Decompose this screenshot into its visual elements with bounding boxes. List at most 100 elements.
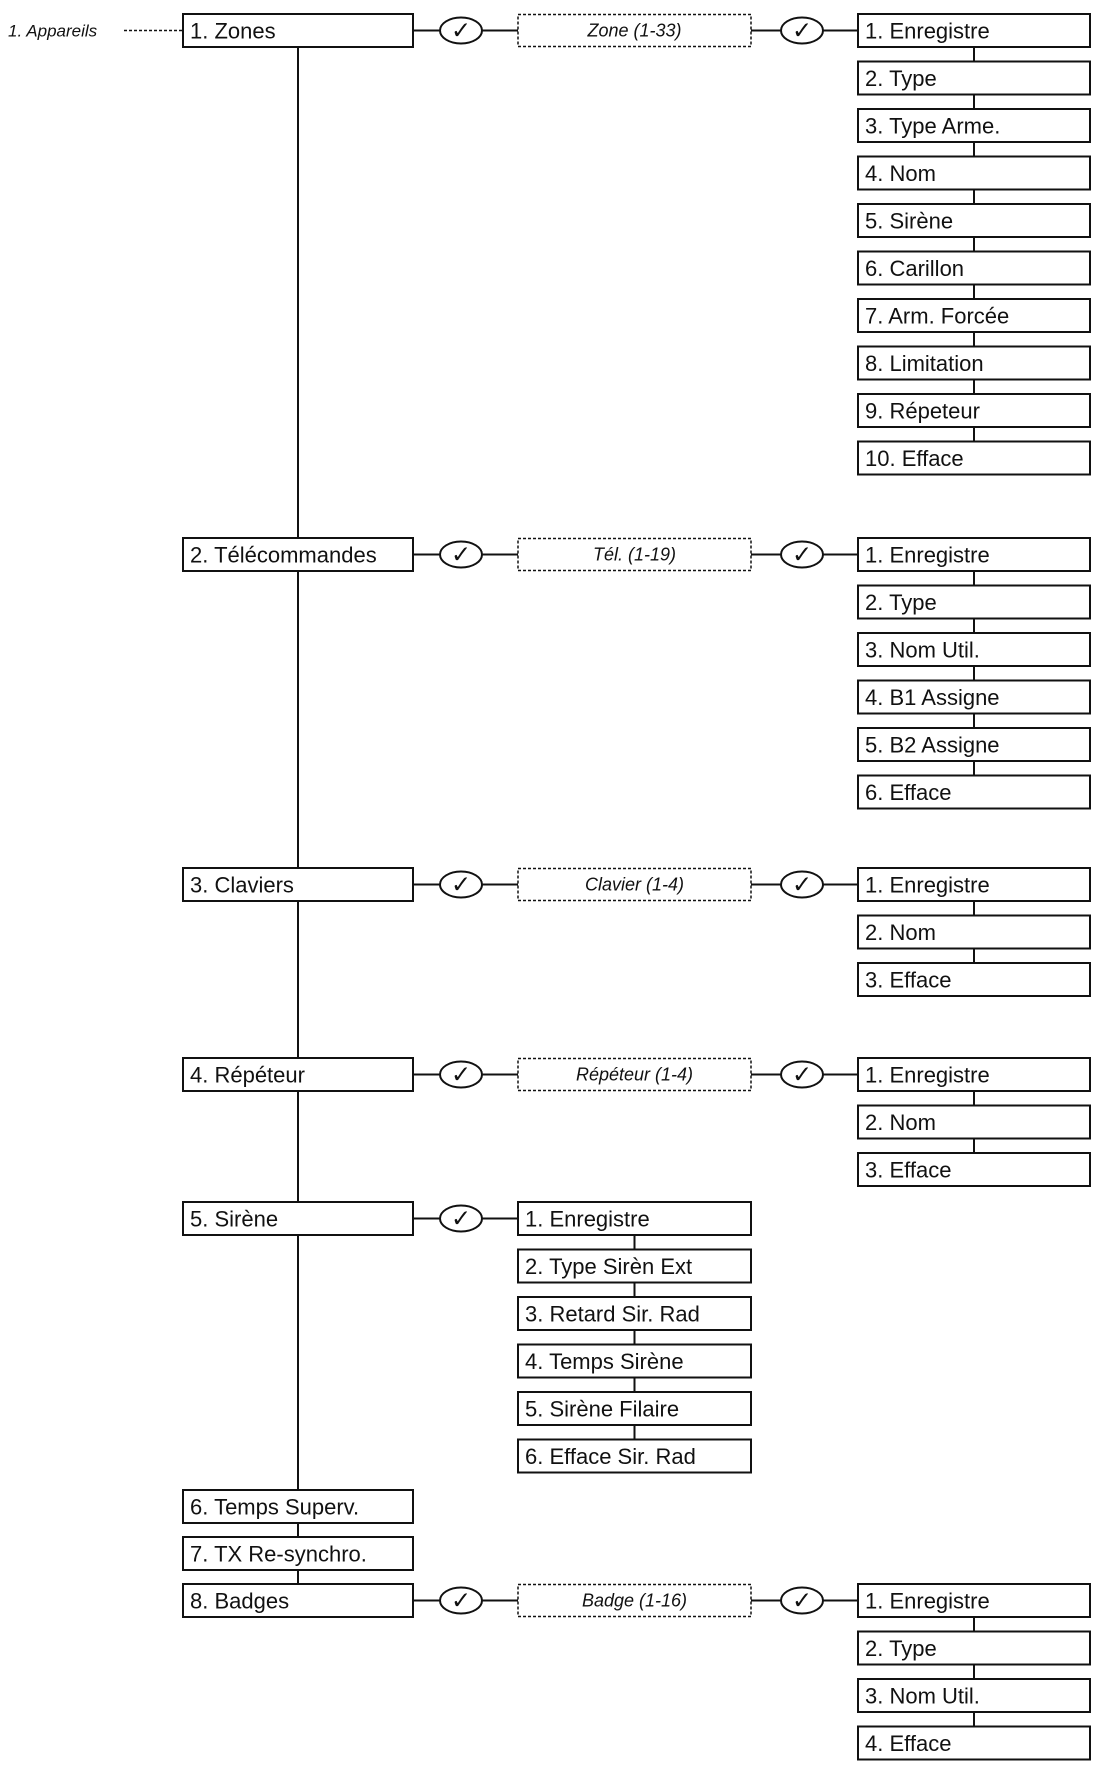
branch-2-subitem-4-box [857,679,1091,715]
branch-3-selector-label: Clavier (1-4) [585,875,684,895]
check-icon [780,870,824,899]
branch-2-subitem-5[interactable]: 5. B2 Assigne [857,727,1091,762]
branch-1-subitem-4[interactable]: 4. Nom [857,155,1091,191]
check-icon [780,1586,824,1615]
check-icon [439,1060,483,1089]
branch-1-subitem-7[interactable]: 7. Arm. Forcée [857,298,1091,333]
level1-item-6[interactable]: 6. Temps Superv. [182,1489,414,1524]
level1-item-3[interactable]: 3. Claviers [182,867,414,902]
branch-1-subitem-5-label: 5. Sirène [865,209,953,234]
branch-1-subitem-9[interactable]: 9. Répeteur [857,393,1091,428]
branch-1-subitem-8-label: 8. Limitation [865,351,984,376]
branch-2-subitem-3-box [857,632,1091,667]
branch-1-subitem-8[interactable]: 8. Limitation [857,345,1091,381]
branch-1-subitem-10[interactable]: 10. Efface [857,440,1091,476]
branch-2-subitem-6[interactable]: 6. Efface [857,774,1091,810]
branch-4-subitem-1-box [857,1057,1091,1092]
branch-5-subitem-3-box [517,1296,752,1331]
check-mark: ✓ [451,542,471,569]
branch-1-subitem-3[interactable]: 3. Type Arme. [857,108,1091,143]
branch-1-selector[interactable]: Zone (1-33) [517,13,752,48]
branch-4-selector[interactable]: Répéteur (1-4) [517,1057,752,1092]
branch-8-subitem-4[interactable]: 4. Efface [857,1725,1091,1761]
level1-item-3-label: 3. Claviers [190,873,294,898]
check-mark: ✓ [451,1206,471,1233]
check-icon [439,540,483,569]
branch-2-selector[interactable]: Tél. (1-19) [517,537,752,572]
branch-2-subitem-4[interactable]: 4. B1 Assigne [857,679,1091,715]
branch-2-subitem-2-box [857,584,1091,620]
level1-item-5[interactable]: 5. Sirène [182,1201,414,1236]
branch-1-subitem-5[interactable]: 5. Sirène [857,203,1091,238]
branch-1-subitem-6[interactable]: 6. Carillon [857,250,1091,286]
branch-5-subitem-6[interactable]: 6. Efface Sir. Rad [517,1438,752,1474]
level1-item-7[interactable]: 7. TX Re-synchro. [182,1536,414,1571]
branch-3-subitem-3[interactable]: 3. Efface [857,962,1091,997]
branch-8-subitem-1-box [857,1583,1091,1618]
branch-1-subitem-2[interactable]: 2. Type [857,60,1091,96]
branch-1-subitem-1-label: 1. Enregistre [865,19,990,44]
level1-item-7-label: 7. TX Re-synchro. [190,1542,367,1567]
branch-5-subitem-1-label: 1. Enregistre [525,1207,650,1232]
branch-2-subitem-6-label: 6. Efface [865,780,951,805]
branch-5-subitem-5-box [517,1391,752,1426]
branch-8-subitem-2[interactable]: 2. Type [857,1630,1091,1666]
branch-3-subitem-2[interactable]: 2. Nom [857,914,1091,950]
branch-5-subitem-2[interactable]: 2. Type Sirèn Ext [517,1248,752,1284]
branch-3-check-2: ✓ [780,870,824,899]
level1-item-5-label: 5. Sirène [190,1207,278,1232]
branch-3-subitem-1[interactable]: 1. Enregistre [857,867,1091,902]
branch-5-subitem-5[interactable]: 5. Sirène Filaire [517,1391,752,1426]
branch-4-check-2: ✓ [780,1060,824,1089]
level1-item-6-label: 6. Temps Superv. [190,1495,359,1520]
check-mark: ✓ [792,542,812,569]
branch-5-subitem-1[interactable]: 1. Enregistre [517,1201,752,1236]
branch-5-subitem-4[interactable]: 4. Temps Sirène [517,1343,752,1379]
branch-1-check-1: ✓ [439,16,483,45]
branch-2-check-1: ✓ [439,540,483,569]
branch-3-subitem-2-label: 2. Nom [865,920,936,945]
branch-2-selector-label: Tél. (1-19) [593,545,676,565]
branch-4-subitem-3[interactable]: 3. Efface [857,1152,1091,1187]
level1-item-8-label: 8. Badges [190,1589,289,1614]
level1-item-2[interactable]: 2. Télécommandes [182,537,414,572]
branch-1-check-2: ✓ [780,16,824,45]
branch-1-subitem-2-label: 2. Type [865,66,937,91]
level1-item-6-box [182,1489,414,1524]
branch-4-subitem-1[interactable]: 1. Enregistre [857,1057,1091,1092]
branch-8-subitem-4-label: 4. Efface [865,1731,951,1756]
branch-8-subitem-2-box [857,1630,1091,1666]
branch-8-subitem-1[interactable]: 1. Enregistre [857,1583,1091,1618]
branch-4-subitem-3-label: 3. Efface [865,1158,951,1183]
level1-item-2-label: 2. Télécommandes [190,543,377,568]
branch-2-subitem-6-box [857,774,1091,810]
branch-2-subitem-3-label: 3. Nom Util. [865,638,980,663]
branch-1-subitem-1[interactable]: 1. Enregistre [857,13,1091,48]
branch-8-subitem-3-label: 3. Nom Util. [865,1684,980,1709]
level1-item-7-box [182,1536,414,1571]
check-icon [439,1586,483,1615]
branch-5-subitem-2-box [517,1248,752,1284]
branch-2-subitem-1[interactable]: 1. Enregistre [857,537,1091,572]
branch-3-selector[interactable]: Clavier (1-4) [517,867,752,902]
branch-2-subitem-5-label: 5. B2 Assigne [865,733,1000,758]
branch-8-selector[interactable]: Badge (1-16) [517,1583,752,1618]
branch-4-selector-label: Répéteur (1-4) [576,1065,693,1085]
branch-5-subitem-3[interactable]: 3. Retard Sir. Rad [517,1296,752,1331]
branch-4-subitem-2[interactable]: 2. Nom [857,1104,1091,1140]
branch-5-subitem-2-label: 2. Type Sirèn Ext [525,1254,692,1279]
level1-item-1[interactable]: 1. Zones [182,13,414,48]
level1-item-4[interactable]: 4. Répéteur [182,1057,414,1092]
branch-2-subitem-3[interactable]: 3. Nom Util. [857,632,1091,667]
level1-item-5-box [182,1201,414,1236]
branch-2-selector-box [517,537,752,572]
branch-8-subitem-3[interactable]: 3. Nom Util. [857,1678,1091,1713]
branch-2-subitem-2[interactable]: 2. Type [857,584,1091,620]
check-mark: ✓ [792,1062,812,1089]
level1-item-8[interactable]: 8. Badges [182,1583,414,1618]
branch-5-subitem-5-label: 5. Sirène Filaire [525,1397,679,1422]
branch-2-subitem-4-label: 4. B1 Assigne [865,685,1000,710]
branch-8-subitem-4-box [857,1725,1091,1761]
